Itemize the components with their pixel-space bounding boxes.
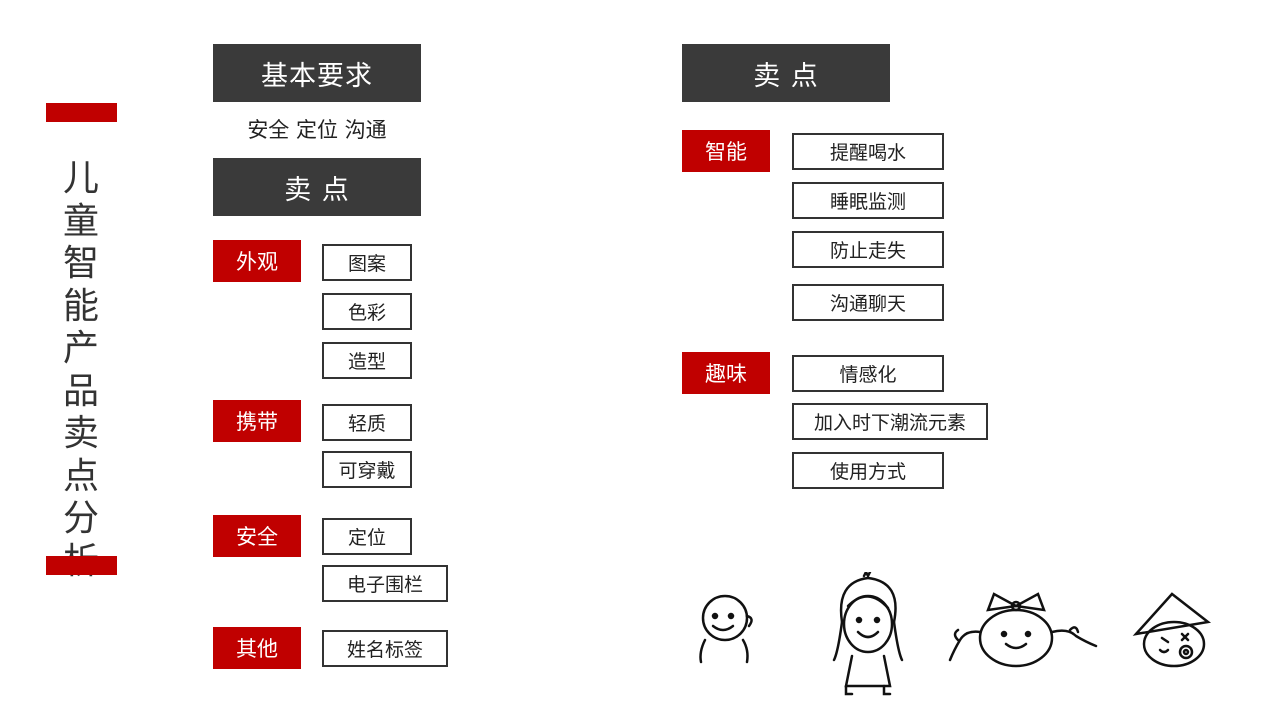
title-char: 产 [62, 328, 99, 369]
title-char: 品 [62, 370, 99, 412]
basic-requirements-header: 基本要求 [213, 44, 421, 102]
item-box: 睡眠监测 [792, 182, 944, 219]
group-label-appearance: 外观 [213, 240, 301, 282]
group-label-carry: 携带 [213, 400, 301, 442]
title-char: 点 [62, 455, 99, 497]
item-box: 可穿戴 [322, 451, 412, 488]
item-box: 轻质 [322, 404, 412, 441]
group-label-smart: 智能 [682, 130, 770, 172]
item-box: 使用方式 [792, 452, 944, 489]
title-char: 智 [62, 243, 99, 284]
group-label-fun: 趣味 [682, 352, 770, 394]
item-box: 电子围栏 [322, 565, 448, 602]
title-char: 儿 [62, 158, 99, 199]
title-char: 童 [62, 200, 99, 242]
page-title: 儿 童 智 能 产 品 卖 点 分 析 [58, 158, 104, 583]
baby-face-icon [699, 594, 753, 664]
hat-kid-face-icon [1132, 592, 1212, 668]
group-label-other: 其他 [213, 627, 301, 669]
item-box: 姓名标签 [322, 630, 448, 667]
girl-icon [832, 572, 904, 696]
top-accent-bar [46, 103, 117, 122]
selling-points-header-left: 卖 点 [213, 158, 421, 216]
group-label-safety: 安全 [213, 515, 301, 557]
item-box: 色彩 [322, 293, 412, 330]
bottom-accent-bar [46, 556, 117, 575]
selling-points-header-right: 卖 点 [682, 44, 890, 102]
item-box: 图案 [322, 244, 412, 281]
title-char: 分 [62, 498, 99, 539]
bow-girl-face-icon [948, 592, 1098, 668]
item-box: 加入时下潮流元素 [792, 403, 988, 440]
title-char: 卖 [62, 413, 99, 454]
item-box: 定位 [322, 518, 412, 555]
basic-requirements-items: 安全 定位 沟通 [247, 118, 387, 142]
item-box: 沟通聊天 [792, 284, 944, 321]
item-box: 造型 [322, 342, 412, 379]
item-box: 提醒喝水 [792, 133, 944, 170]
item-box: 防止走失 [792, 231, 944, 268]
item-box: 情感化 [792, 355, 944, 392]
title-char: 能 [62, 285, 99, 327]
